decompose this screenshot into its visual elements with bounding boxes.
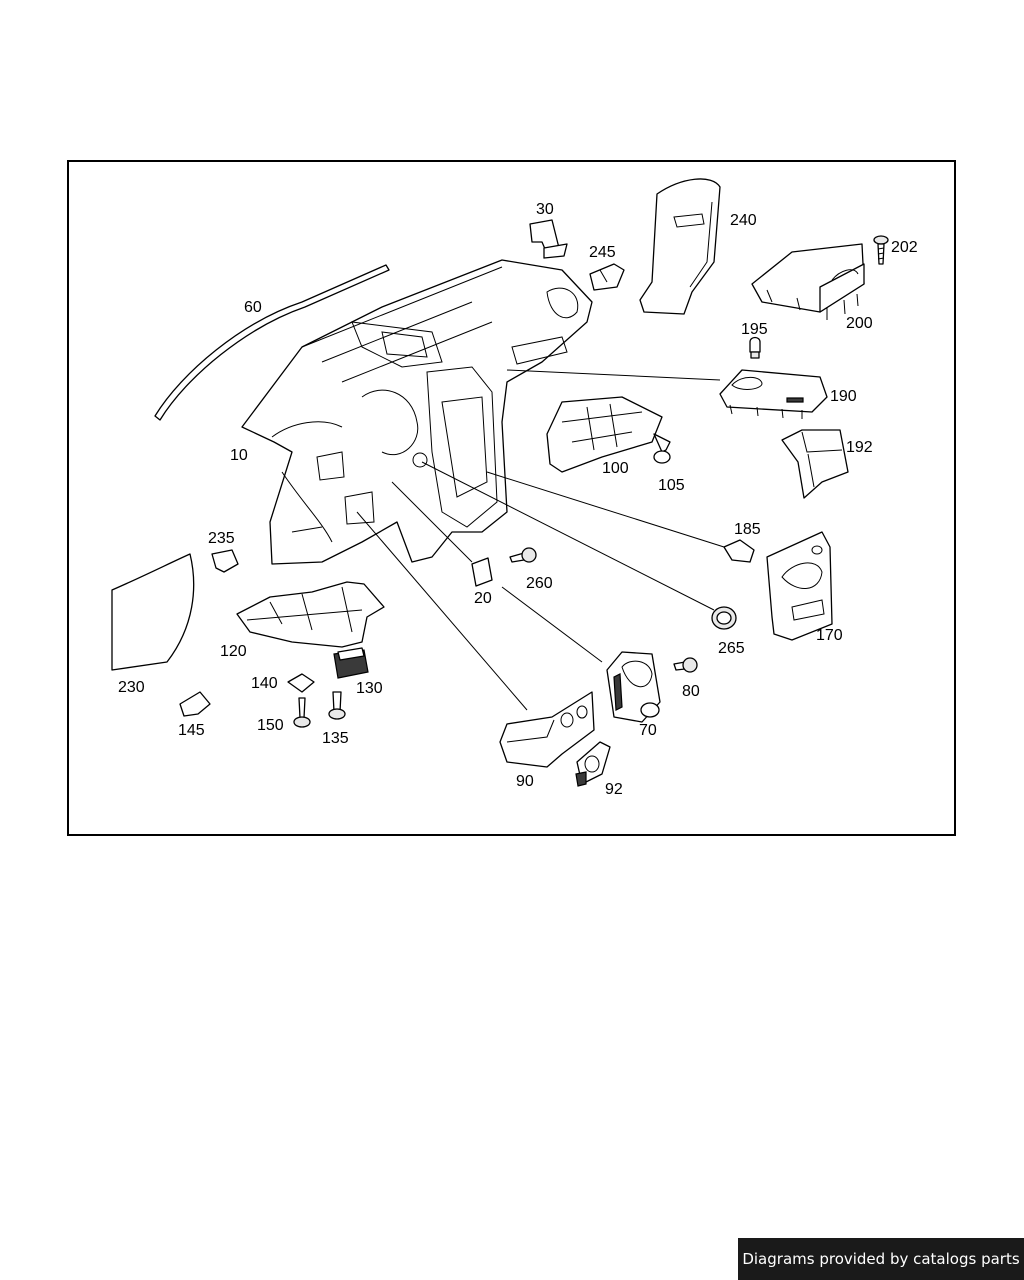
callout-20: 20 bbox=[474, 590, 492, 607]
leader-lines bbox=[356, 369, 725, 711]
callout-192: 192 bbox=[846, 439, 873, 456]
part-240-pillar-trim[interactable] bbox=[639, 178, 721, 315]
callout-100: 100 bbox=[602, 460, 629, 477]
exploded-parts-diagram: 10 20 30 60 70 80 90 92 100 105 120 130 … bbox=[111, 178, 918, 798]
callout-130: 130 bbox=[356, 680, 383, 697]
part-20-clip[interactable] bbox=[471, 557, 493, 587]
callout-120: 120 bbox=[220, 643, 247, 660]
callout-202: 202 bbox=[891, 239, 918, 256]
callout-170: 170 bbox=[816, 627, 843, 644]
part-60-trim-strip[interactable] bbox=[154, 264, 390, 421]
part-265-ring[interactable] bbox=[711, 606, 737, 630]
credit-text: Diagrams provided by catalogs parts bbox=[742, 1250, 1020, 1268]
callout-140: 140 bbox=[251, 675, 278, 692]
callout-90: 90 bbox=[516, 773, 534, 790]
part-105-screw[interactable] bbox=[653, 433, 671, 464]
part-92-ignition-trim[interactable] bbox=[575, 741, 611, 787]
part-145-clip[interactable] bbox=[179, 691, 211, 717]
callout-240: 240 bbox=[730, 212, 757, 229]
callout-105: 105 bbox=[658, 477, 685, 494]
part-192-storage-compartment[interactable] bbox=[781, 429, 849, 499]
part-200-glovebox-lid[interactable] bbox=[751, 243, 865, 320]
part-190-glovebox-housing[interactable] bbox=[719, 369, 828, 419]
callout-labels: 10 20 30 60 70 80 90 92 100 105 120 130 … bbox=[118, 201, 918, 798]
part-235-clip[interactable] bbox=[211, 549, 239, 573]
part-230-insulation[interactable] bbox=[111, 553, 195, 671]
callout-10: 10 bbox=[230, 447, 248, 464]
callout-190: 190 bbox=[830, 388, 857, 405]
part-100-glovebox-frame[interactable] bbox=[546, 396, 663, 473]
callout-92: 92 bbox=[605, 781, 623, 798]
callout-260: 260 bbox=[526, 575, 553, 592]
part-185-clip[interactable] bbox=[723, 539, 755, 563]
callout-135: 135 bbox=[322, 730, 349, 747]
callout-60: 60 bbox=[244, 299, 262, 316]
parts-diagram-frame: 10 20 30 60 70 80 90 92 100 105 120 130 … bbox=[67, 160, 956, 836]
callout-200: 200 bbox=[846, 315, 873, 332]
callout-185: 185 bbox=[734, 521, 761, 538]
callout-70: 70 bbox=[639, 722, 657, 739]
part-70-switch-panel[interactable] bbox=[606, 651, 661, 723]
callout-245: 245 bbox=[589, 244, 616, 261]
callout-230: 230 bbox=[118, 679, 145, 696]
part-90-column-cover[interactable] bbox=[499, 691, 595, 768]
part-195-bulb[interactable] bbox=[749, 336, 761, 359]
part-135-screw[interactable] bbox=[328, 691, 346, 720]
part-245-bracket[interactable] bbox=[589, 263, 625, 291]
part-140-nut-clip[interactable] bbox=[287, 673, 315, 693]
part-130-connector[interactable] bbox=[333, 647, 369, 679]
part-202-screw[interactable] bbox=[873, 235, 889, 265]
callout-145: 145 bbox=[178, 722, 205, 739]
part-150-screw[interactable] bbox=[293, 697, 311, 728]
part-30-clip[interactable] bbox=[529, 219, 568, 259]
part-80-screw[interactable] bbox=[673, 657, 698, 673]
callout-150: 150 bbox=[257, 717, 284, 734]
part-170-console-panel[interactable] bbox=[766, 531, 833, 641]
callout-195: 195 bbox=[741, 321, 768, 338]
callout-80: 80 bbox=[682, 683, 700, 700]
part-10-dashboard[interactable] bbox=[241, 259, 593, 565]
part-120-lower-trim[interactable] bbox=[236, 581, 385, 648]
callout-235: 235 bbox=[208, 530, 235, 547]
callout-265: 265 bbox=[718, 640, 745, 657]
credit-badge: Diagrams provided by catalogs parts bbox=[738, 1238, 1024, 1280]
part-260-screw[interactable] bbox=[509, 547, 537, 563]
callout-30: 30 bbox=[536, 201, 554, 218]
